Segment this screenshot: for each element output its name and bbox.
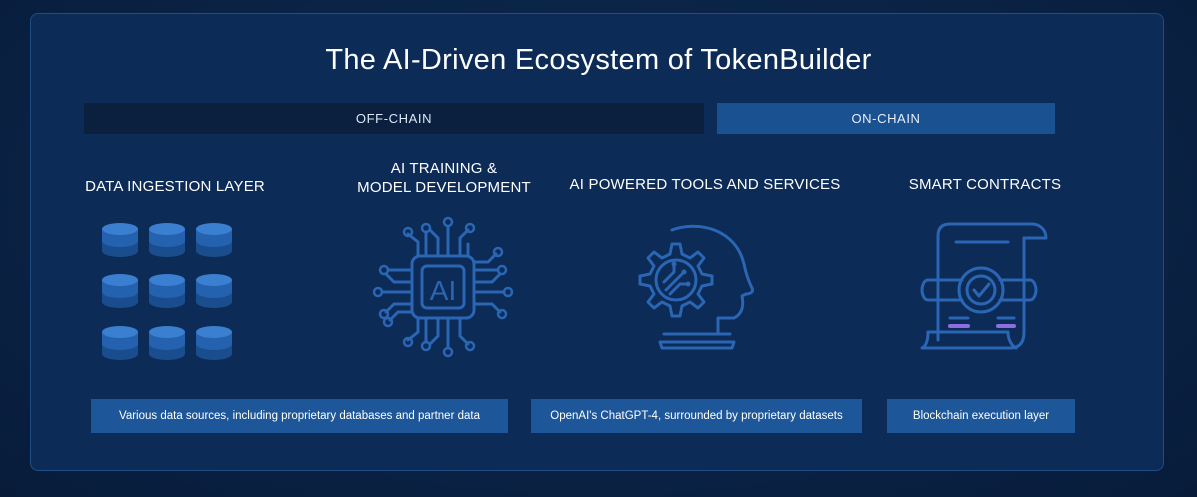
on-chain-band: ON-CHAIN <box>717 103 1055 134</box>
diagram-title: The AI-Driven Ecosystem of TokenBuilder <box>325 44 872 76</box>
ai-chip-icon: AI <box>372 216 514 358</box>
ai-head-gear-icon <box>638 224 754 350</box>
heading-smart-contracts: SMART CONTRACTS <box>908 176 1062 193</box>
off-chain-band: OFF-CHAIN <box>84 103 704 134</box>
desc-blockchain: Blockchain execution layer <box>887 399 1075 433</box>
desc-data-sources: Various data sources, including propriet… <box>91 399 508 433</box>
heading-data-ingestion: DATA INGESTION LAYER <box>85 178 265 195</box>
heading-ai-training: AI TRAINING & MODEL DEVELOPMENT <box>357 160 531 196</box>
heading-ai-tools: AI POWERED TOOLS AND SERVICES <box>569 176 841 193</box>
chip-label: AI <box>430 275 456 306</box>
database-grid-icon <box>102 223 232 360</box>
contract-scroll-icon <box>920 222 1048 350</box>
desc-chatgpt: OpenAI's ChatGPT-4, surrounded by propri… <box>531 399 862 433</box>
